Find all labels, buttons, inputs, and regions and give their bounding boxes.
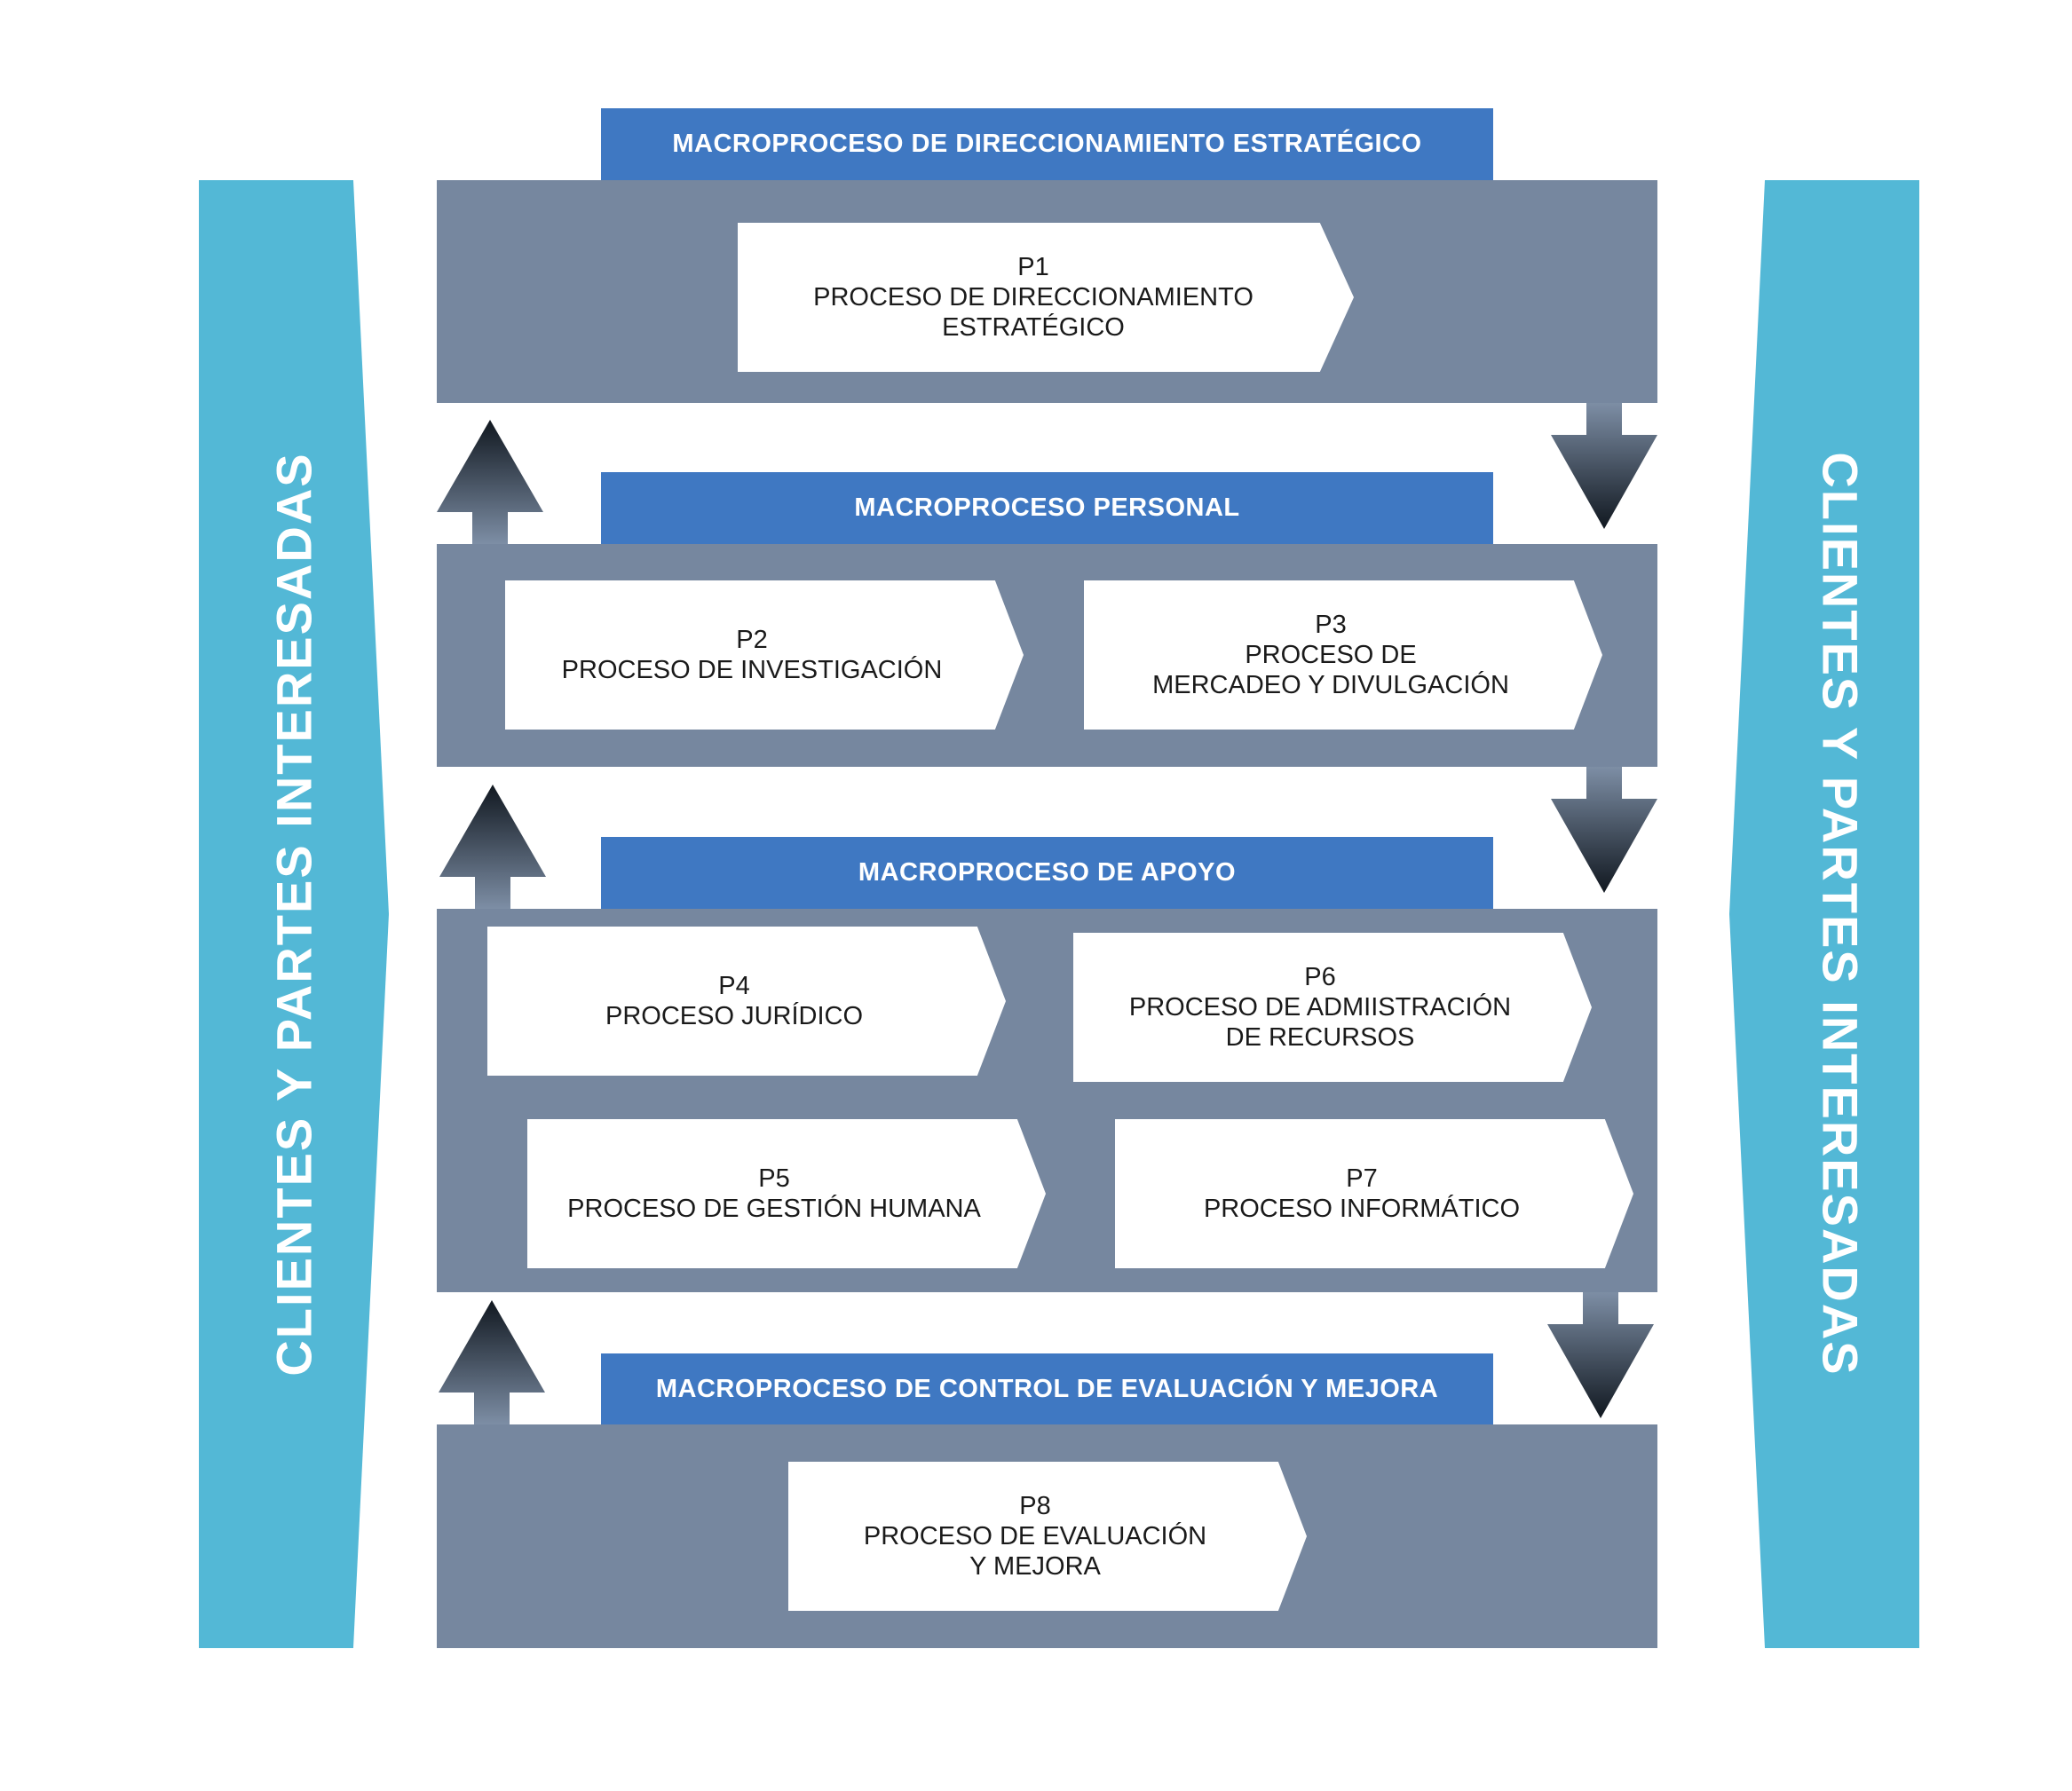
process-p7: P7 PROCESO INFORMÁTICO	[1115, 1119, 1633, 1268]
macroprocess-title-strategic: MACROPROCESO DE DIRECCIONAMIENTO ESTRATÉ…	[601, 108, 1493, 180]
process-p3-line2: MERCADEO Y DIVULGACIÓN	[1152, 671, 1509, 699]
process-p2: P2 PROCESO DE INVESTIGACIÓN	[505, 580, 1024, 730]
process-p6: P6 PROCESO DE ADMIISTRACIÓN DE RECURSOS	[1073, 933, 1592, 1082]
process-p4-line1: PROCESO JURÍDICO	[605, 1002, 864, 1030]
process-p8-code: P8	[1019, 1492, 1051, 1520]
process-p3-code: P3	[1315, 611, 1347, 639]
process-p2-code: P2	[736, 626, 768, 654]
flow-arrow-up-2	[439, 785, 546, 909]
process-p2-line1: PROCESO DE INVESTIGACIÓN	[561, 656, 943, 684]
process-p5: P5 PROCESO DE GESTIÓN HUMANA	[527, 1119, 1046, 1268]
process-p1-line2: ESTRATÉGICO	[942, 313, 1125, 342]
stakeholders-label-right: CLIENTES Y PARTES INTERESADAS	[1812, 452, 1869, 1377]
process-p5-code: P5	[758, 1164, 790, 1193]
process-p8-line1: PROCESO DE EVALUACIÓN	[863, 1522, 1207, 1550]
process-p8-line2: Y MEJORA	[969, 1552, 1101, 1581]
process-p7-code: P7	[1346, 1164, 1378, 1193]
process-p6-line2: DE RECURSOS	[1225, 1023, 1415, 1052]
flow-arrow-down-1	[1551, 403, 1657, 529]
macroprocess-title-control: MACROPROCESO DE CONTROL DE EVALUACIÓN Y …	[601, 1353, 1493, 1424]
flow-arrow-down-2	[1551, 767, 1657, 893]
process-p1-line1: PROCESO DE DIRECCIONAMIENTO	[813, 283, 1253, 312]
macroprocess-title-support: MACROPROCESO DE APOYO	[601, 837, 1493, 909]
process-p4-code: P4	[718, 972, 750, 1000]
stakeholders-column-right	[1729, 180, 1919, 1648]
process-p5-line1: PROCESO DE GESTIÓN HUMANA	[567, 1195, 981, 1223]
flow-arrow-up-1	[437, 420, 543, 544]
process-p1: P1 PROCESO DE DIRECCIONAMIENTO ESTRATÉGI…	[738, 223, 1354, 372]
process-p1-code: P1	[1017, 253, 1049, 281]
process-p6-code: P6	[1304, 963, 1336, 991]
process-p4: P4 PROCESO JURÍDICO	[487, 927, 1006, 1076]
process-p3: P3 PROCESO DE MERCADEO Y DIVULGACIÓN	[1084, 580, 1602, 730]
process-p6-line1: PROCESO DE ADMIISTRACIÓN	[1128, 993, 1512, 1022]
stakeholders-column-left	[199, 180, 389, 1648]
process-p3-line1: PROCESO DE	[1245, 641, 1417, 669]
flow-arrow-up-3	[439, 1300, 545, 1424]
stakeholders-label-left: CLIENTES Y PARTES INTERESADAS	[265, 452, 322, 1377]
process-p7-line1: PROCESO INFORMÁTICO	[1203, 1195, 1521, 1223]
macroprocess-title-personal: MACROPROCESO PERSONAL	[601, 472, 1493, 544]
flow-arrow-down-3	[1547, 1292, 1654, 1418]
process-p8: P8 PROCESO DE EVALUACIÓN Y MEJORA	[788, 1462, 1307, 1611]
